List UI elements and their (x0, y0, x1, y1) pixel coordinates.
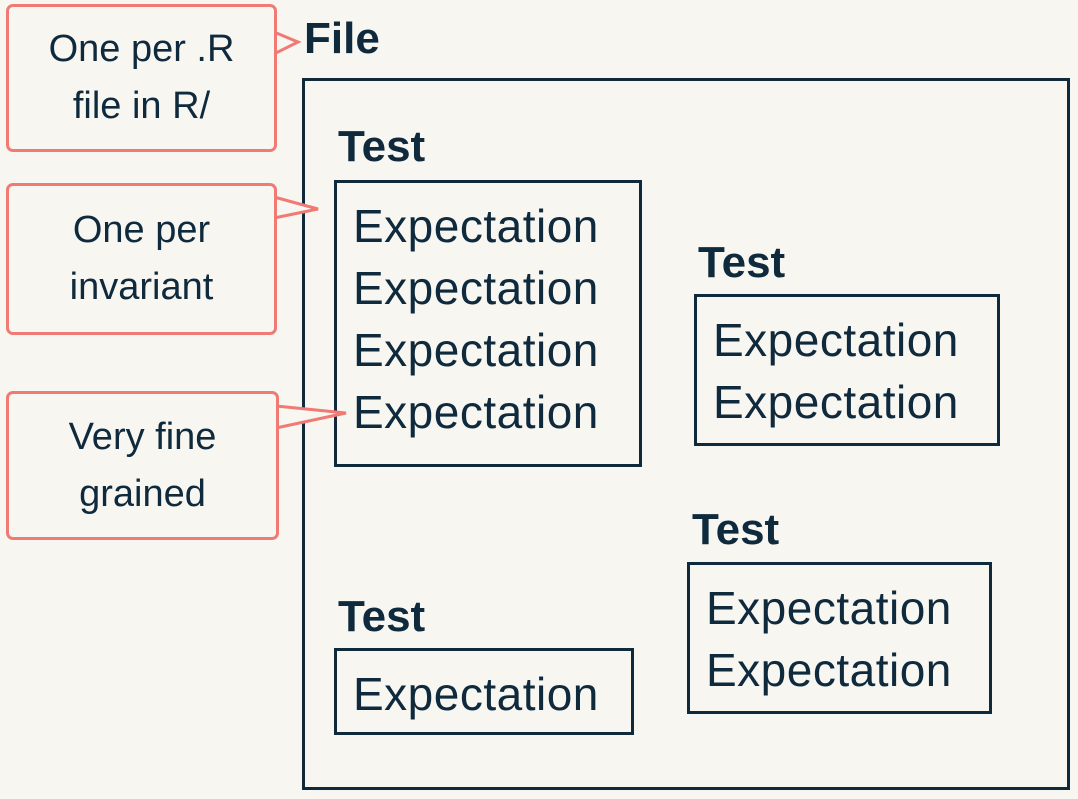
callout-test-line1: One per (72, 209, 211, 251)
test-box-3: Expectation Expectation (687, 562, 992, 714)
test-title-4: Test (338, 592, 426, 641)
callout-pointer-2 (272, 195, 319, 220)
test-title-2: Test (698, 238, 786, 287)
test-title-1: Test (338, 122, 426, 171)
callout-expectation-line2: grained (79, 472, 206, 515)
expectation: Expectation (353, 262, 599, 314)
file-box (302, 78, 1070, 790)
test-box-4: Expectation (334, 648, 634, 735)
expectation: Expectation (353, 200, 599, 252)
callout-pointer-1 (272, 29, 302, 57)
file-title: File (304, 14, 380, 63)
expectation: Expectation (353, 668, 599, 720)
expectation: Expectation (353, 386, 599, 438)
callout-test: One per invariant (6, 183, 277, 335)
callout-pointer-3 (274, 404, 347, 430)
expectation: Expectation (706, 644, 952, 696)
callout-file: One per .R file in R/ (6, 4, 277, 152)
callout-file-line2: file in R/ (72, 85, 211, 127)
expectation: Expectation (713, 314, 959, 366)
test-box-1: Expectation Expectation Expectation Expe… (334, 180, 642, 467)
expectation: Expectation (713, 376, 959, 428)
callout-expectation-line1: Very fine (68, 415, 217, 458)
callout-file-line1: One per .R (48, 28, 235, 70)
callout-expectation: Very fine grained (6, 391, 279, 540)
expectation: Expectation (353, 324, 599, 376)
expectation: Expectation (706, 582, 952, 634)
test-box-2: Expectation Expectation (694, 294, 1000, 446)
callout-test-line2: invariant (69, 266, 214, 308)
test-title-3: Test (692, 505, 780, 554)
